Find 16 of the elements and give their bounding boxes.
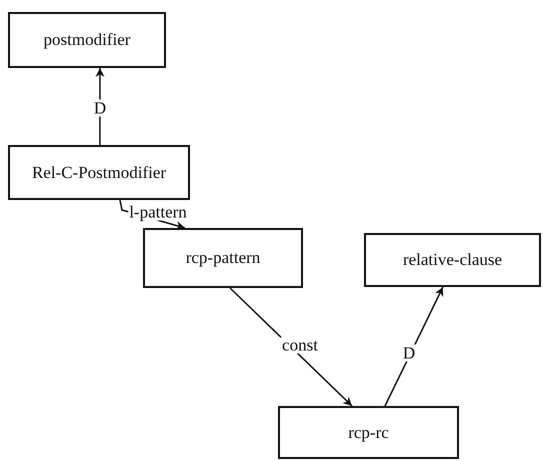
concept-box [143, 228, 303, 288]
node-label: relative-clause [402, 250, 502, 270]
node-label: rcp-rc [348, 422, 389, 442]
edge-label: l-pattern [128, 204, 188, 220]
edge-label: D [92, 100, 108, 116]
concept-box [364, 233, 541, 287]
concept-box [8, 12, 166, 68]
edge-label: D [402, 344, 416, 362]
arrow [384, 286, 444, 406]
node-label: postmodifier [44, 30, 130, 50]
node-label: Rel-C-Postmodifier [32, 162, 166, 182]
arrow [95, 68, 104, 145]
concept-box [278, 406, 459, 459]
node-label: rcp-pattern [186, 248, 260, 268]
concept-box [8, 145, 190, 200]
edge-label: const [281, 336, 319, 354]
